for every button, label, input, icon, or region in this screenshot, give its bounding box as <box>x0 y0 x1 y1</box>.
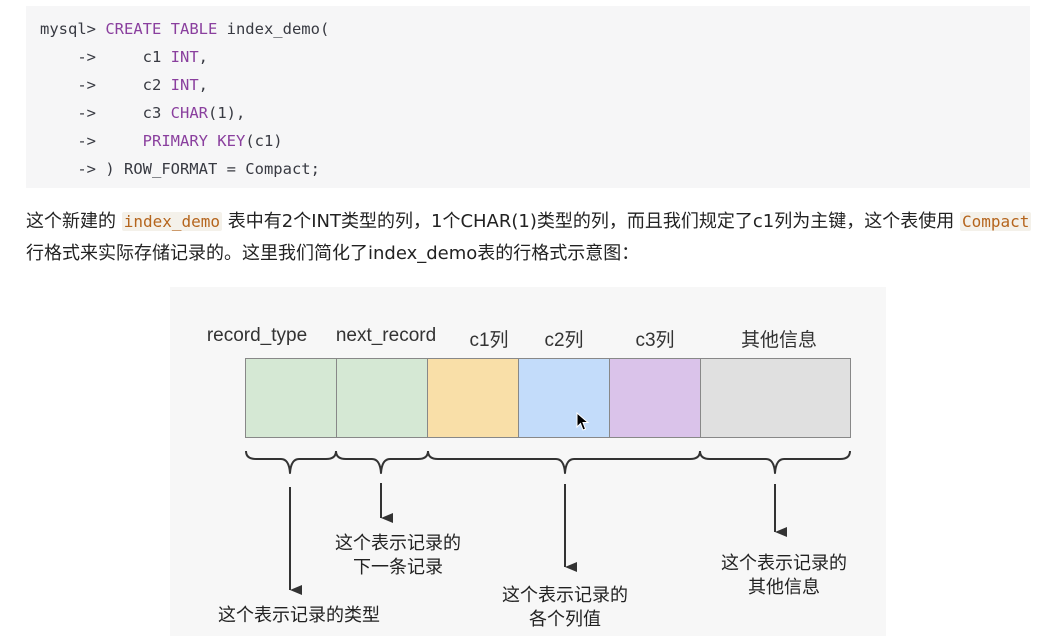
cell-c2 <box>518 358 610 438</box>
code-text: -> c1 <box>40 48 171 66</box>
header-c1: c1列 <box>469 330 509 351</box>
header-other-info: 其他信息 <box>740 330 818 351</box>
mouse-cursor-icon <box>576 412 590 431</box>
row-format-diagram: record_type next_record c1列 c2列 c3列 其他信息… <box>170 287 886 636</box>
sql-code-block: mysql> CREATE TABLE index_demo( -> c1 IN… <box>26 6 1030 188</box>
para-text-1: 这个新建的 <box>26 211 122 232</box>
code-keyword: PRIMARY KEY <box>142 132 246 150</box>
inline-code-compact: Compact <box>959 212 1032 231</box>
brace-record-type <box>245 450 337 474</box>
desc-cols-line1: 这个表示记录的 <box>502 585 628 606</box>
code-text: , <box>198 48 208 66</box>
code-keyword: CREATE TABLE <box>105 20 218 38</box>
code-text: (c1) <box>245 132 283 150</box>
code-text: mysql> <box>40 20 106 38</box>
code-text: -> <box>40 132 143 150</box>
code-text: index_demo( <box>217 20 330 38</box>
para-text-3: 行格式来实际存储记录的。这里我们简化了index_demo表的行格式示意图： <box>26 243 640 264</box>
code-text: -> c2 <box>40 76 171 94</box>
code-keyword: INT <box>170 48 199 66</box>
code-line: -> PRIMARY KEY(c1) <box>40 127 1030 155</box>
brace-other-info <box>699 450 851 474</box>
desc-other-line2: 其他信息 <box>748 577 820 598</box>
desc-columns: 这个表示记录的 各个列值 <box>502 584 628 632</box>
braces-and-arrows <box>245 450 851 595</box>
header-record-type: record_type <box>206 325 308 346</box>
cell-other-info <box>700 358 851 438</box>
desc-cols-line2: 各个列值 <box>529 609 601 630</box>
code-line: -> c1 INT, <box>40 43 1030 71</box>
desc-next-record: 这个表示记录的 下一条记录 <box>335 532 461 580</box>
code-line: mysql> CREATE TABLE index_demo( <box>40 15 1030 43</box>
desc-next-line2: 下一条记录 <box>353 557 443 578</box>
code-keyword: INT <box>170 76 199 94</box>
code-text: -> ) ROW_FORMAT = Compact; <box>40 160 320 178</box>
desc-record-type: 这个表示记录的类型 <box>218 605 380 626</box>
header-c2: c2列 <box>544 330 584 351</box>
brace-columns <box>427 450 701 474</box>
description-paragraph: 这个新建的 index_demo 表中有2个INT类型的列，1个CHAR(1)类… <box>26 206 1036 270</box>
cell-next-record <box>336 358 428 438</box>
desc-other-info: 这个表示记录的 其他信息 <box>721 552 847 600</box>
header-c3: c3列 <box>635 330 675 351</box>
code-text: (1), <box>207 104 246 122</box>
code-keyword: CHAR <box>170 104 208 122</box>
code-text: -> c3 <box>40 104 171 122</box>
code-line: -> c3 CHAR(1), <box>40 99 1030 127</box>
cell-c1 <box>427 358 519 438</box>
code-line: -> ) ROW_FORMAT = Compact; <box>40 155 1030 183</box>
desc-next-line1: 这个表示记录的 <box>335 533 461 554</box>
code-line: -> c2 INT, <box>40 71 1030 99</box>
brace-next-record <box>335 450 429 474</box>
inline-code-index-demo: index_demo <box>121 212 223 231</box>
para-text-2: 表中有2个INT类型的列，1个CHAR(1)类型的列，而且我们规定了c1列为主键… <box>222 211 960 232</box>
code-text: , <box>198 76 208 94</box>
cell-c3 <box>609 358 701 438</box>
header-next-record: next_record <box>335 325 437 346</box>
desc-other-line1: 这个表示记录的 <box>721 553 847 574</box>
